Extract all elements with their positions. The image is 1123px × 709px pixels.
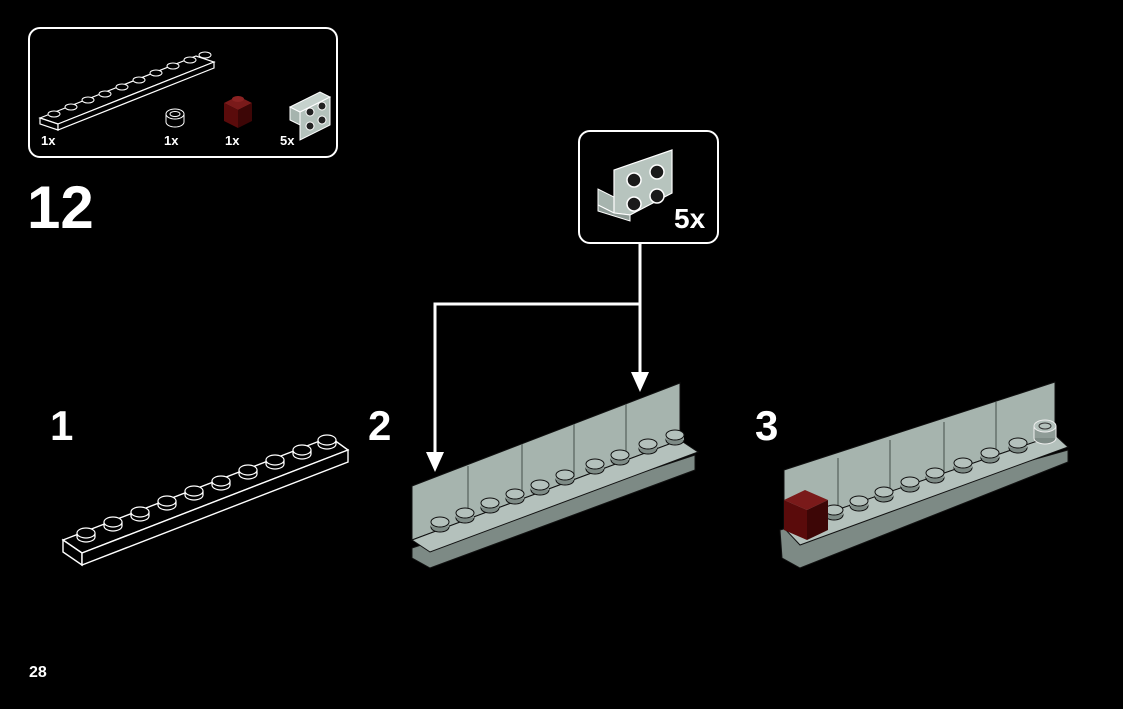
callout-quantity: 5x — [674, 203, 706, 234]
arrow-head-left — [426, 452, 444, 472]
substep-1-plate — [61, 434, 350, 567]
step-number: 12 — [27, 174, 94, 241]
angle-bracket-icon — [288, 91, 332, 141]
callout-box — [578, 130, 719, 244]
round-stud-on-plate — [1033, 419, 1057, 445]
callout-bracket-icon — [597, 149, 673, 222]
substep-2-assembly — [410, 382, 700, 569]
parts-list-box — [28, 27, 338, 158]
qty-round-stud: 1x — [164, 133, 179, 148]
placement-arrows — [433, 244, 642, 458]
substep-3-assembly — [779, 381, 1069, 569]
round-stud-icon — [165, 108, 185, 128]
dark-red-brick-icon — [224, 96, 252, 128]
substep-1-label: 1 — [50, 402, 74, 449]
dark-red-brick-on-plate — [784, 490, 828, 540]
qty-angle-bracket: 5x — [280, 133, 295, 148]
arrow-head-right — [631, 372, 649, 392]
substep-2-label: 2 — [368, 402, 392, 449]
substep-3-label: 3 — [755, 402, 779, 449]
qty-long-plate: 1x — [41, 133, 56, 148]
qty-dark-red-brick: 1x — [225, 133, 240, 148]
page-number: 28 — [29, 664, 47, 681]
long-plate-icon — [38, 51, 216, 131]
